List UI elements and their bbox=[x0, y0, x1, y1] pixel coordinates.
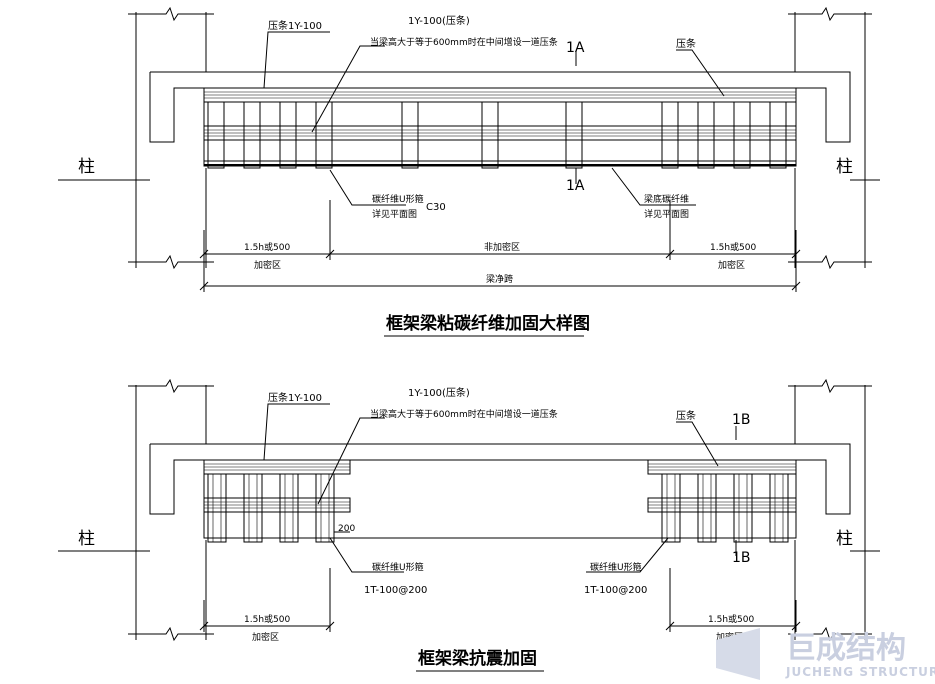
right-column bbox=[788, 6, 872, 270]
watermark-logo: 巨成结构 JUCHENG STRUCTURE bbox=[716, 628, 935, 680]
left-column bbox=[128, 6, 214, 270]
dim-200: 200 bbox=[338, 524, 355, 534]
press-strip-label-left-2: 压条1Y-100 bbox=[268, 391, 322, 404]
press-strip-middle bbox=[203, 125, 797, 141]
dim-right-2: 1.5h或500 bbox=[708, 613, 754, 625]
u-strip-right-note-2: 1T-100@200 bbox=[584, 585, 647, 596]
dimensions-2 bbox=[199, 568, 801, 632]
press-strip-label-left: 压条1Y-100 bbox=[268, 19, 322, 32]
column-label-left-2: 柱 bbox=[78, 529, 95, 549]
clear-span: 梁净跨 bbox=[486, 273, 513, 285]
press-strip-top bbox=[203, 87, 797, 103]
press-strip-note: 1Y-100(压条) bbox=[408, 14, 470, 27]
concrete-grade: C30 bbox=[426, 202, 446, 213]
press-strip-label-right: 压条 bbox=[676, 37, 696, 50]
press-strips-right-2 bbox=[647, 459, 797, 513]
bottom-cfrp-note-1: 梁底碳纤维 bbox=[644, 193, 689, 205]
column-label-left: 柱 bbox=[78, 157, 95, 177]
dim-mid: 非加密区 bbox=[484, 241, 520, 253]
watermark-name: 巨成结构 bbox=[786, 631, 906, 666]
u-strips-left-2 bbox=[207, 473, 335, 543]
column-label-right: 柱 bbox=[836, 157, 853, 177]
beam-outline bbox=[149, 71, 851, 167]
zone-left-2: 加密区 bbox=[252, 631, 279, 643]
beam-outline-2 bbox=[149, 443, 851, 539]
title-detail-1: 框架梁粘碳纤维加固大样图 bbox=[386, 313, 590, 334]
dim-right: 1.5h或500 bbox=[710, 241, 756, 253]
dimensions-1 bbox=[199, 200, 801, 292]
press-strip-label-right-2: 压条 bbox=[676, 409, 696, 422]
title-detail-2: 框架梁抗震加固 bbox=[418, 648, 537, 669]
zone-left: 加密区 bbox=[254, 259, 281, 271]
left-column-2 bbox=[128, 378, 214, 642]
detail-1: 柱 柱 压条1Y-100 1Y-100(压条) 当梁高大于等于600mm时在中间… bbox=[58, 6, 880, 337]
press-strip-rule-2: 当梁高大于等于600mm时在中间增设一道压条 bbox=[370, 408, 558, 420]
section-mark-top: 1A bbox=[566, 40, 585, 56]
dim-left: 1.5h或500 bbox=[244, 241, 290, 253]
zone-right: 加密区 bbox=[718, 259, 745, 271]
u-strips-right-2 bbox=[661, 473, 789, 543]
detail-2: 柱 柱 压条1Y-100 1Y-100(压条) 当梁高大于等于600mm时在中间… bbox=[58, 378, 880, 672]
dim-left-2: 1.5h或500 bbox=[244, 613, 290, 625]
u-strip-left-note-1: 碳纤维U形箍 bbox=[372, 561, 424, 573]
u-strip-note-2: 详见平面图 bbox=[372, 208, 417, 220]
logo-mark-icon bbox=[716, 628, 760, 680]
watermark-english: JUCHENG STRUCTURE bbox=[785, 665, 935, 679]
column-label-right-2: 柱 bbox=[836, 529, 853, 549]
u-strip-note-1: 碳纤维U形箍 bbox=[372, 193, 424, 205]
section-mark-top-2: 1B bbox=[732, 412, 751, 428]
press-strips-left-2 bbox=[203, 459, 351, 513]
press-strip-note-2: 1Y-100(压条) bbox=[408, 386, 470, 399]
bottom-cfrp-note-2: 详见平面图 bbox=[644, 208, 689, 220]
u-strip-right-note-1: 碳纤维U形箍 bbox=[590, 561, 642, 573]
section-mark-bottom-2: 1B bbox=[732, 550, 751, 566]
right-column-2 bbox=[788, 378, 872, 642]
u-strips-1 bbox=[207, 101, 787, 169]
u-strip-left-note-2: 1T-100@200 bbox=[364, 585, 427, 596]
section-mark-bottom: 1A bbox=[566, 178, 585, 194]
press-strip-rule: 当梁高大于等于600mm时在中间增设一道压条 bbox=[370, 36, 558, 48]
